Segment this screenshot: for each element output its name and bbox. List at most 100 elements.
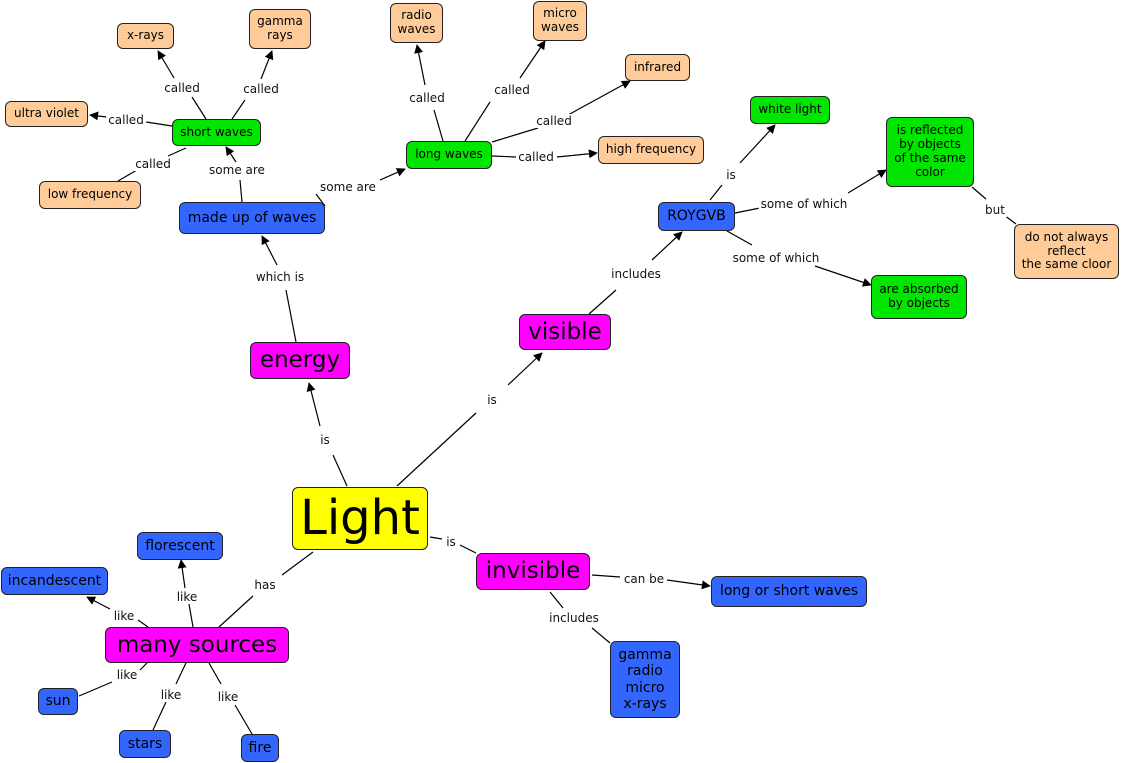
node-long-or-short-waves[interactable]: long or short waves [711, 576, 867, 607]
link-label-reflected-but: but [983, 203, 1007, 217]
link-label-long-micro: called [492, 83, 532, 97]
link-label-visible-roygvb: includes [609, 267, 663, 281]
node-long-waves[interactable]: long waves [406, 141, 492, 169]
edge-light-visible-arrow [507, 352, 543, 386]
edge-sources-florescent-arrow [177, 559, 187, 589]
node-fire[interactable]: fire [241, 734, 279, 762]
edge-invisible-canbe-arrow [666, 579, 711, 590]
node-do-not-always[interactable]: do not always reflect the same cloor [1014, 224, 1119, 279]
link-label-roygvb-white: is [724, 168, 738, 182]
edge-sources-fire-2 [234, 704, 253, 735]
node-many-sources[interactable]: many sources [105, 627, 289, 663]
link-label-light-energy: is [318, 433, 332, 447]
node-gamma-radio-micro-xrays[interactable]: gamma radio micro x-rays [610, 641, 680, 718]
edge-roygvb-absorbed [726, 230, 753, 246]
edge-reflected-but [971, 186, 987, 200]
edge-short-gamma [231, 99, 246, 120]
edge-light-invisible [429, 536, 443, 540]
edge-light-energy [332, 454, 348, 487]
edge-light-sources [281, 551, 314, 576]
link-label-invisible-canbe: can be [621, 572, 667, 586]
edge-sources-incandescent-arrow [86, 596, 111, 610]
edge-visible-roygvb [588, 289, 617, 315]
link-label-sources-fire: like [215, 690, 241, 704]
link-label-short-xrays: called [162, 81, 202, 95]
node-light[interactable]: Light [292, 487, 428, 550]
edge-sources-stars [175, 662, 187, 685]
node-made-up-of-waves[interactable]: made up of waves [179, 202, 325, 234]
edge-long-infrared [491, 127, 539, 143]
edge-short-lowfreq-2 [117, 169, 138, 182]
edge-short-lowfreq [167, 147, 187, 157]
link-label-short-gamma: called [241, 82, 281, 96]
link-label-short-lowfreq: called [133, 157, 173, 171]
node-micro-waves[interactable]: micro waves [533, 1, 587, 41]
edge-sources-fire [208, 662, 222, 685]
node-gamma-rays[interactable]: gamma rays [249, 9, 311, 49]
node-invisible[interactable]: invisible [476, 553, 590, 590]
node-florescent[interactable]: florescent [137, 532, 223, 560]
edge-roygvb-reflected [734, 207, 761, 214]
node-ultra-violet[interactable]: ultra violet [5, 101, 88, 127]
link-label-sources-incandescent: like [111, 609, 137, 623]
edge-sources-sun [139, 662, 148, 671]
edge-light-invisible-arrow [459, 544, 477, 554]
edge-long-micro-arrow [519, 40, 546, 79]
edge-sources-florescent [188, 603, 194, 628]
link-label-invisible-includes: includes [547, 611, 601, 625]
node-low-frequency[interactable]: low frequency [39, 181, 141, 209]
node-sun[interactable]: sun [38, 688, 78, 715]
node-visible[interactable]: visible [519, 314, 611, 350]
node-roygvb[interactable]: ROYGVB [658, 202, 735, 231]
edge-sources-sun-2 [78, 681, 113, 697]
node-are-absorbed[interactable]: are absorbed by objects [871, 275, 967, 319]
link-label-sources-sun: like [114, 668, 140, 682]
edge-light-visible [396, 412, 477, 487]
link-label-long-highfreq: called [516, 150, 556, 164]
link-label-long-infrared: called [534, 114, 574, 128]
edge-short-uv [145, 121, 173, 127]
node-x-rays[interactable]: x-rays [117, 23, 174, 49]
link-label-roygvb-reflected: some of which [758, 197, 850, 211]
edge-light-energy-arrow [306, 382, 321, 427]
edge-roygvb-white [709, 184, 723, 201]
edge-waves-short [239, 179, 243, 203]
edge-visible-roygvb-arrow [651, 231, 683, 261]
node-stars[interactable]: stars [119, 730, 171, 758]
edge-short-gamma-arrow [260, 50, 274, 80]
node-white-light[interactable]: white light [750, 96, 830, 124]
link-label-waves-short: some are [207, 163, 267, 177]
edge-roygvb-absorbed-arrow [814, 265, 872, 287]
node-is-reflected[interactable]: is reflected by objects of the same colo… [886, 117, 974, 187]
link-label-light-invisible: is [444, 535, 458, 549]
link-label-waves-long: some are [318, 180, 378, 194]
edge-invisible-canbe [591, 574, 621, 578]
node-short-waves[interactable]: short waves [172, 119, 261, 146]
link-label-light-sources: has [252, 578, 278, 592]
edge-energy-waves-arrow [261, 235, 278, 266]
edge-long-radio [433, 109, 444, 142]
node-infrared[interactable]: infrared [625, 54, 690, 81]
link-label-sources-stars: like [158, 688, 184, 702]
link-label-sources-florescent: like [174, 590, 200, 604]
edge-long-highfreq-arrow [556, 149, 598, 159]
node-incandescent[interactable]: incandescent [1, 567, 108, 595]
link-label-energy-waves: which is [253, 270, 307, 284]
edge-waves-long-arrow [379, 168, 406, 181]
link-label-short-uv: called [106, 113, 146, 127]
link-label-roygvb-absorbed: some of which [730, 251, 822, 265]
edge-short-xrays-arrow [157, 50, 175, 79]
edge-roygvb-reflected-arrow [847, 169, 887, 194]
link-label-long-radio: called [407, 91, 447, 105]
edge-sources-incandescent [137, 619, 149, 628]
node-radio-waves[interactable]: radio waves [390, 3, 443, 43]
edge-long-micro [464, 101, 491, 142]
edge-roygvb-white-arrow [739, 124, 776, 164]
node-energy[interactable]: energy [250, 342, 350, 379]
edge-waves-short-arrow [225, 146, 237, 163]
link-label-light-visible: is [485, 393, 499, 407]
node-high-frequency[interactable]: high frequency [598, 136, 704, 164]
edge-light-sources-2 [218, 595, 254, 628]
edge-long-highfreq [491, 155, 517, 158]
